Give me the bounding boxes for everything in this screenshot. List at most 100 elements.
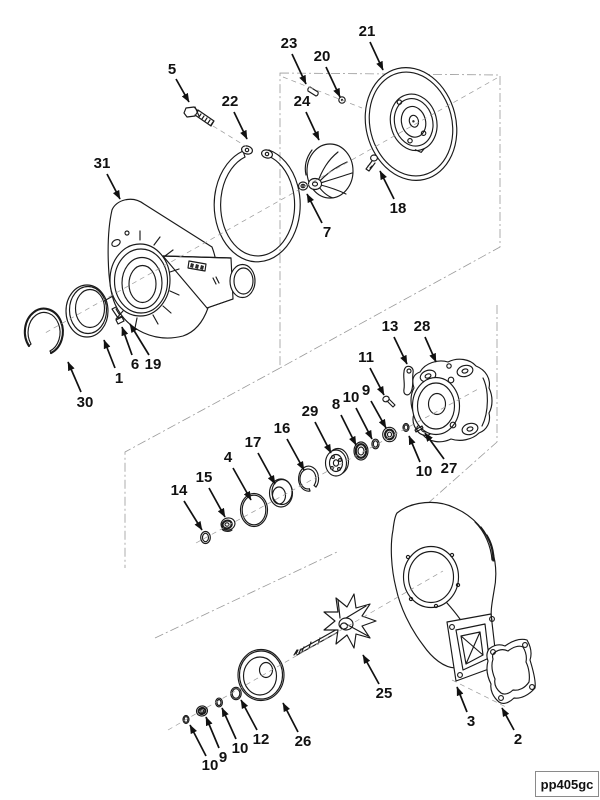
callout-label-23: 23 [281, 35, 298, 52]
part-31-compressor-housing [103, 198, 256, 339]
part-28-bearing-housing [410, 358, 493, 443]
callout-leader-2 [501, 707, 515, 731]
callout-label-4: 4 [224, 449, 233, 466]
callout-label-20: 20 [314, 48, 331, 65]
callout-leader-5 [175, 78, 190, 103]
callout-label-30: 30 [77, 394, 94, 411]
callout-leader-30 [67, 361, 82, 393]
part-10-oring-d [182, 714, 190, 725]
callout-label-9: 9 [362, 382, 370, 399]
part-11-screw [382, 395, 396, 408]
callout-leader-15 [208, 487, 226, 518]
part-29-thrust-collar [324, 447, 350, 477]
part-30-snap-ring [23, 307, 64, 355]
callout-label-19: 19 [145, 356, 162, 373]
part-18-bolt [365, 154, 378, 172]
callout-leader-10 [355, 407, 373, 440]
callout-leader-18 [379, 170, 395, 200]
callout-leader-9 [370, 400, 387, 429]
callout-leader-7 [306, 193, 323, 224]
callout-leader-4 [232, 467, 252, 501]
part-7-nut [297, 181, 309, 191]
callout-label-7: 7 [323, 224, 331, 241]
part-17-seal-plate [268, 478, 294, 508]
phantom-boxes [124, 72, 501, 639]
part-10-oring-c [215, 697, 223, 708]
callout-label-14: 14 [171, 482, 188, 499]
callout-label-13: 13 [382, 318, 399, 335]
callout-label-15: 15 [196, 469, 213, 486]
callout-leader-16 [286, 438, 305, 471]
callout-leader-1 [103, 339, 116, 369]
part-24-impeller [304, 143, 354, 199]
part-19-key [115, 316, 125, 325]
callout-label-27: 27 [441, 460, 458, 477]
callout-label-31: 31 [94, 155, 111, 172]
callout-leader-24 [305, 111, 320, 141]
callout-label-10: 10 [416, 463, 433, 480]
callout-leader-12 [240, 699, 258, 731]
part-25-turbine-wheel-shaft [293, 593, 377, 656]
callout-leader-10 [221, 707, 237, 740]
callout-leader-23 [291, 53, 307, 85]
callout-label-2: 2 [514, 731, 522, 748]
part-5-bolt [183, 106, 215, 127]
callout-label-17: 17 [245, 434, 262, 451]
callout-leader-26 [282, 702, 299, 733]
callout-label-12: 12 [253, 731, 270, 748]
callout-label-26: 26 [295, 733, 312, 750]
callout-label-22: 22 [222, 93, 239, 110]
callout-label-24: 24 [294, 93, 311, 110]
callout-leader-25 [362, 654, 380, 685]
callout-label-25: 25 [376, 685, 393, 702]
part-9-spacer-b [195, 705, 209, 717]
callout-label-1: 1 [115, 370, 123, 387]
callout-leader-20 [325, 66, 341, 98]
part-9-spacer-a [382, 426, 397, 443]
callout-label-5: 5 [168, 61, 176, 78]
callout-label-10: 10 [232, 740, 249, 757]
callout-label-10: 10 [343, 389, 360, 406]
callout-leader-14 [183, 500, 203, 531]
part-16-retaining-ring [298, 465, 320, 492]
part-2-gasket [486, 638, 536, 704]
part-23-fitting [307, 86, 319, 97]
callout-label-21: 21 [359, 23, 376, 40]
callout-leader-10 [189, 724, 207, 757]
callout-leader-27 [424, 432, 445, 460]
callout-label-29: 29 [302, 403, 319, 420]
callout-leader-3 [456, 686, 468, 713]
callout-leader-9 [205, 716, 220, 749]
callout-label-6: 6 [131, 356, 139, 373]
callout-leader-22 [233, 111, 248, 140]
part-3-turbine-housing [390, 501, 498, 682]
part-10-oring-b [402, 422, 410, 433]
callout-leader-13 [393, 336, 408, 365]
callout-label-9: 9 [219, 749, 227, 766]
part-13-deflector [403, 365, 414, 396]
part-1-sleeve [65, 284, 109, 338]
part-15-locknut [220, 517, 236, 532]
part-12-oring [230, 686, 242, 701]
part-22-vband-clamp [213, 145, 301, 263]
part-21-backplate [364, 67, 458, 181]
figure-code-label: pp405gc [540, 776, 594, 792]
callout-label-16: 16 [274, 420, 291, 437]
part-27-pin [414, 425, 424, 433]
callout-leader-28 [424, 336, 437, 363]
callout-leader-17 [257, 452, 276, 485]
part-26-heat-shield [237, 648, 285, 702]
callout-label-11: 11 [358, 349, 374, 366]
callout-leader-21 [369, 41, 384, 71]
callout-label-10: 10 [202, 757, 219, 774]
callout-label-8: 8 [332, 396, 340, 413]
callout-leader-6 [121, 326, 133, 356]
part-4-oring [239, 492, 269, 528]
callout-leader-11 [369, 367, 385, 396]
callout-label-18: 18 [390, 200, 407, 217]
callout-leader-8 [340, 414, 357, 446]
callout-leader-31 [106, 173, 121, 200]
figure-code-badge: pp405gc [535, 771, 599, 797]
